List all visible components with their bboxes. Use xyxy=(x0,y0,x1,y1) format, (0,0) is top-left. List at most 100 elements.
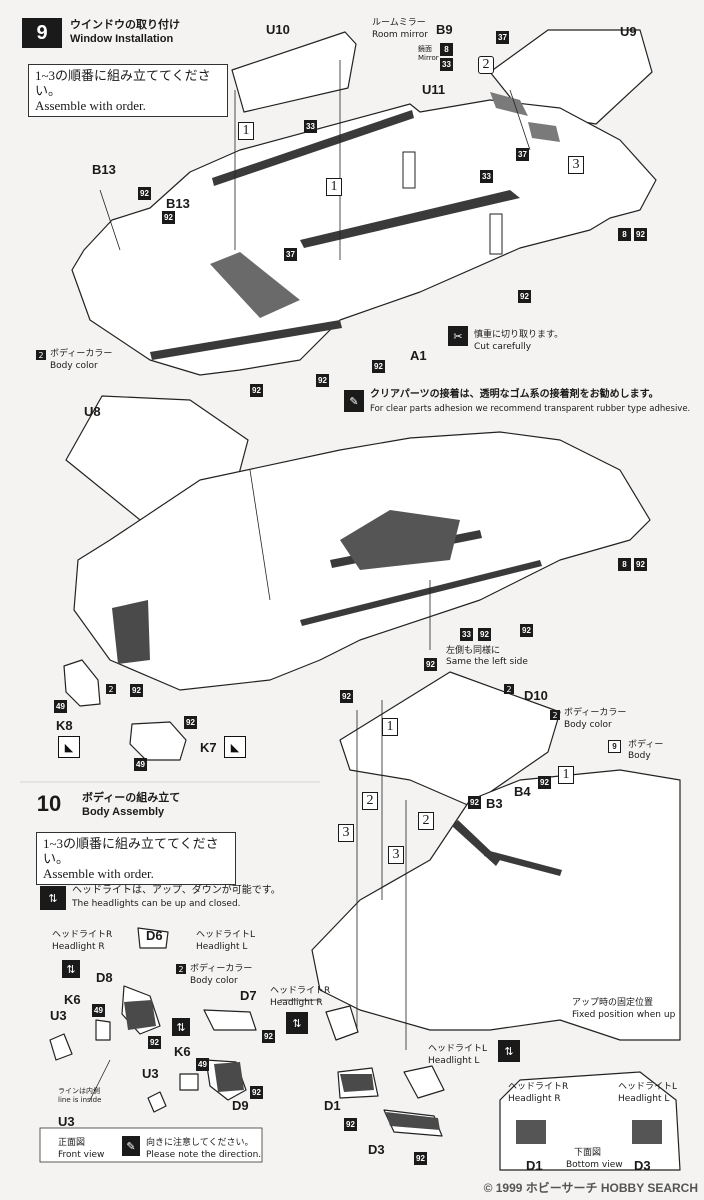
step10-paint-2-d10: 2 xyxy=(504,684,514,694)
paint-92-lower: 92 xyxy=(634,558,647,571)
step9-title-jp: ウインドウの取り付け xyxy=(70,18,180,31)
part-D8: D8 xyxy=(96,970,113,985)
part-U3-a: U3 xyxy=(50,1008,67,1023)
main-updown-icon-l: ⇅ xyxy=(498,1040,520,1062)
step10-step-3-b: 3 xyxy=(388,846,404,864)
paint-92-lower-b: 92 xyxy=(520,624,533,637)
paint-92-b13b: 92 xyxy=(162,211,175,224)
paint-37-a: 37 xyxy=(516,148,529,161)
fixed-pos-jp: アップ時の固定位置 xyxy=(572,998,654,1008)
step10-number-badge: 10 xyxy=(36,791,62,816)
cut-carefully-icon: ✂ xyxy=(448,326,468,346)
front-view-jp: 正面図 xyxy=(58,1138,86,1148)
fixed-pos-en: Fixed position when up xyxy=(572,1010,676,1020)
main-updown-icon-r: ⇅ xyxy=(286,1012,308,1034)
paint-92-lower-c: 92 xyxy=(478,628,491,641)
step10-order-note: 1~3の順番に組み立ててください。 Assemble with order. xyxy=(36,832,236,885)
paint-49-k8: 49 xyxy=(54,700,67,713)
room-mirror-en: Room mirror xyxy=(372,30,429,40)
main-paint-92-d3: 92 xyxy=(414,1152,427,1165)
inset-headlight-r-jp: ヘッドライトR xyxy=(52,930,113,940)
body-color-swatch: 2 xyxy=(36,350,46,360)
body-color-jp: ボディーカラー xyxy=(50,349,113,359)
paint-92-lower-e: 92 xyxy=(340,690,353,703)
adhesive-jp: クリアパーツの接着は、透明なゴム系の接着剤をお勧めします。 xyxy=(370,389,659,400)
part-U3-b: U3 xyxy=(142,1066,159,1081)
inset-paint-92-c: 92 xyxy=(250,1086,263,1099)
part-B13-a: B13 xyxy=(92,162,116,177)
ref-step9-badge: 9 xyxy=(608,740,621,753)
step10-step-2-a: 2 xyxy=(362,792,378,810)
step10-order-jp: 1~3の順番に組み立ててください。 xyxy=(43,836,219,866)
front-view-en: Front view xyxy=(58,1150,105,1160)
inset-paint-48-b: 49 xyxy=(196,1058,209,1071)
inset-headlight-l-en: Headlight L xyxy=(196,942,248,952)
paint-92-k7: 92 xyxy=(184,716,197,729)
part-B4: B4 xyxy=(514,784,531,799)
step10-body-color-en: Body color xyxy=(564,720,612,730)
cut-en: Cut carefully xyxy=(474,342,532,352)
bottom-headlight-r-jp: ヘッドライトR xyxy=(508,1082,569,1092)
step-2-mirror: 2 xyxy=(478,56,494,74)
paint-49-k7: 49 xyxy=(134,758,147,771)
part-A1: A1 xyxy=(410,348,427,363)
headlight-updown-icon: ⇅ xyxy=(40,886,66,910)
mirror-jp: 鏡面 xyxy=(418,45,432,53)
mirror-en: Mirror xyxy=(418,54,439,62)
inset-updown-icon-a: ⇅ xyxy=(62,960,80,978)
paint-37-b: 37 xyxy=(284,248,297,261)
inset-updown-icon-b: ⇅ xyxy=(172,1018,190,1036)
step9-number-badge: 9 xyxy=(22,18,62,48)
direction-icon: ✎ xyxy=(122,1136,140,1156)
paint-8-right: 8 xyxy=(618,228,631,241)
direction-jp: 向きに注意してください。 xyxy=(146,1138,254,1148)
adhesive-en: For clear parts adhesion we recommend tr… xyxy=(370,404,691,414)
part-D1-bottom: D1 xyxy=(526,1158,543,1173)
inset-paint-2: 2 xyxy=(176,964,186,974)
part-B13-b: B13 xyxy=(166,196,190,211)
main-headlight-r-en: Headlight R xyxy=(270,998,323,1008)
step10-step-1-b: 1 xyxy=(558,766,574,784)
step9-title-en: Window Installation xyxy=(70,33,174,45)
k7-glue-icon: ◣ xyxy=(224,736,246,758)
part-D3-main: D3 xyxy=(368,1142,385,1157)
step10-paint-92-b4: 92 xyxy=(538,776,551,789)
inset-body-color-en: Body color xyxy=(190,976,238,986)
step9-order-note: 1~3の順番に組み立ててください。 Assemble with order. xyxy=(28,64,228,117)
part-U11: U11 xyxy=(422,82,446,97)
part-K6-b: K6 xyxy=(174,1044,191,1059)
paint-92-front: 92 xyxy=(250,384,263,397)
inset-headlight-l-jp: ヘッドライトL xyxy=(196,930,256,940)
part-B9: B9 xyxy=(436,22,453,37)
paint-92-bottom: 92 xyxy=(316,374,329,387)
step10-body-color-jp: ボディーカラー xyxy=(564,708,627,718)
cut-jp: 慎重に切り取ります。 xyxy=(474,330,564,340)
step10-title-jp: ボディーの組み立て xyxy=(82,791,181,804)
step10-order-en: Assemble with order. xyxy=(43,866,154,881)
step-3-rear: 3 xyxy=(568,156,584,174)
paint-92-lower-d: 92 xyxy=(424,658,437,671)
bottom-view-jp: 下面図 xyxy=(574,1148,602,1158)
inset-body-color-jp: ボディーカラー xyxy=(190,964,253,974)
step10-step-1-a: 1 xyxy=(382,718,398,736)
part-D7: D7 xyxy=(240,988,257,1003)
k8-glue-icon: ◣ xyxy=(58,736,80,758)
bottom-headlight-l-en: Headlight L xyxy=(618,1094,670,1104)
paint-37-mirror: 37 xyxy=(496,31,509,44)
headlight-note-en: The headlights can be up and closed. xyxy=(72,899,241,909)
direction-en: Please note the direction. xyxy=(146,1150,262,1160)
inset-paint-92-a: 92 xyxy=(148,1036,161,1049)
adhesive-icon: ✎ xyxy=(344,390,364,412)
step9-order-en: Assemble with order. xyxy=(35,98,146,113)
step-1-windshield: 1 xyxy=(238,122,254,140)
bottom-view-en: Bottom view xyxy=(566,1160,623,1170)
body-jp: ボディー xyxy=(628,740,664,750)
main-headlight-l-en: Headlight L xyxy=(428,1056,480,1066)
headlight-note-jp: ヘッドライトは、アップ、ダウンが可能です。 xyxy=(72,885,281,896)
part-D3-bottom: D3 xyxy=(634,1158,651,1173)
watermark: © 1999 ホビーサーチ HOBBY SEARCH xyxy=(483,1181,698,1195)
inset-headlight-r-en: Headlight R xyxy=(52,942,105,952)
part-D1-main: D1 xyxy=(324,1098,341,1113)
paint-33-b: 33 xyxy=(480,170,493,183)
part-U8: U8 xyxy=(84,404,101,419)
